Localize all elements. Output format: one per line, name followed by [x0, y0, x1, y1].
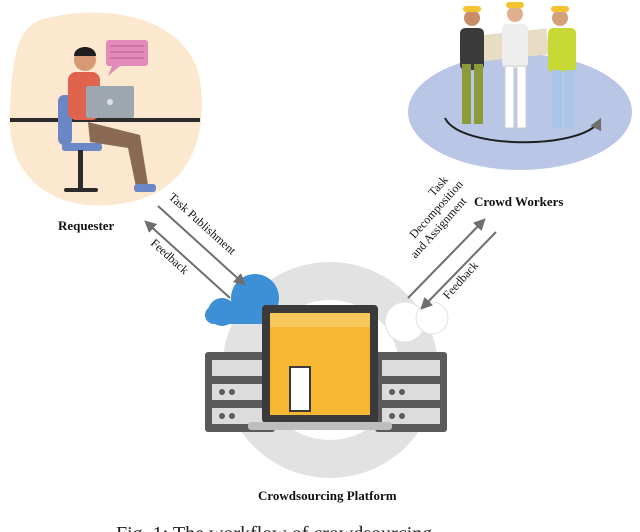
platform-label: Crowdsourcing Platform: [258, 488, 397, 503]
cycle-arrow: [444, 117, 602, 144]
speech-bubble-icon: [106, 40, 148, 76]
task-decomposition-label: Task Decomposition and Assignment: [406, 173, 469, 261]
server-rack-right: [375, 352, 447, 432]
server-rack-left: [205, 352, 275, 432]
arrows-left: [144, 205, 246, 299]
cloud-white-icon: [384, 301, 449, 343]
platform-monitor: [248, 305, 392, 430]
requester-person: [68, 47, 156, 192]
crowd-workers-label: Crowd Workers: [474, 194, 563, 209]
screen-document-icon: [289, 366, 311, 412]
worker-2: [502, 2, 528, 129]
laptop: [86, 86, 134, 118]
arrow-feedback-right: [420, 231, 497, 310]
arrow-task-publishment: [157, 205, 246, 286]
feedback-right-label: Feedback: [440, 258, 481, 302]
worker-1: [460, 6, 484, 124]
desk: [10, 118, 200, 122]
requester-illustration: [9, 12, 202, 206]
figure-caption: Fig. 1: The workflow of crowdsourcing.: [116, 523, 437, 532]
platform-screen: [270, 313, 370, 415]
requester-label: Requester: [58, 218, 115, 233]
arrow-task-assignment: [407, 218, 486, 299]
arrows-right: [407, 218, 497, 310]
platform-illustration: [205, 262, 449, 478]
arrow-feedback-left: [144, 220, 231, 299]
crowd-workers-illustration: [408, 2, 632, 170]
worker-3: [548, 6, 576, 128]
